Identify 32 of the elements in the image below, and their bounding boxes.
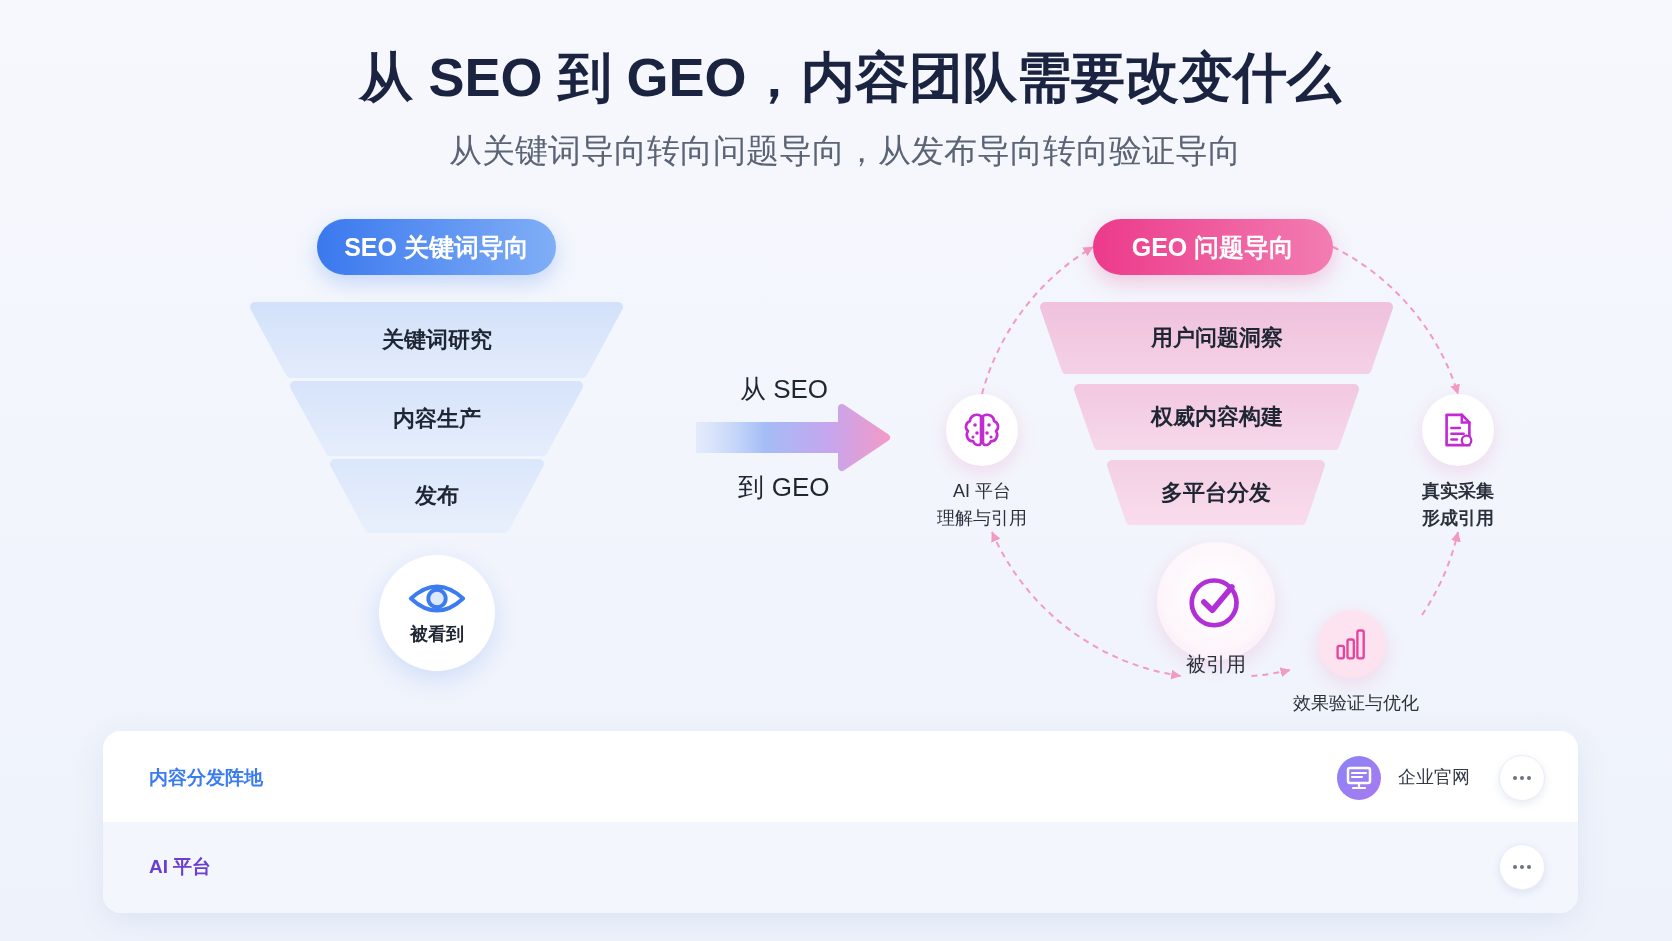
subtitle: 从关键词导向转向问题导向，从发布导向转向验证导向 [449, 131, 1241, 171]
stage-label: 权威内容构建 [1150, 403, 1283, 431]
arrow-caption: 从 SEO [739, 374, 829, 406]
dashed-arrow [1250, 667, 1291, 677]
funnel-layer [1107, 460, 1325, 525]
row-heading: AI 平台 [149, 855, 212, 879]
row-heading: 内容分发阵地 [149, 766, 263, 790]
dashed-arrow [981, 246, 1094, 395]
stage-label: 发布 [415, 482, 459, 510]
dashed-arrow [1421, 531, 1461, 616]
node-label: 被看到 [410, 623, 464, 646]
stage-label: 多平台分发 [1161, 478, 1271, 507]
stage-label: 关键词研究 [381, 326, 492, 354]
node-label: 真实采集形成引用 [1421, 480, 1495, 530]
diagram-title: 从 SEO 到 GEO，内容团队需要改变什么 [359, 45, 1341, 109]
section-heading: SEO 关键词导向 [317, 219, 556, 275]
stage-label: 用户问题洞察 [1150, 324, 1283, 352]
node-label: 效果验证与优化 [1292, 692, 1420, 715]
funnel-layer [290, 381, 583, 456]
funnel-layer [330, 459, 544, 533]
funnel-layer [250, 302, 623, 378]
dashed-arrow [991, 531, 1182, 679]
node-label: 被引用 [1185, 652, 1247, 676]
stage-label: 内容生产 [392, 404, 481, 433]
node-label: 理解与引用 [936, 507, 1028, 530]
node-label: AI 平台 [952, 480, 1012, 503]
arrow-caption: 到 GEO [738, 472, 830, 504]
funnel-layer [1074, 384, 1359, 450]
dashed-arrow [1332, 246, 1460, 395]
section-heading: GEO 问题导向 [1093, 219, 1333, 275]
platform-name: 企业官网 [1398, 767, 1470, 789]
funnel-layer [1040, 302, 1393, 374]
